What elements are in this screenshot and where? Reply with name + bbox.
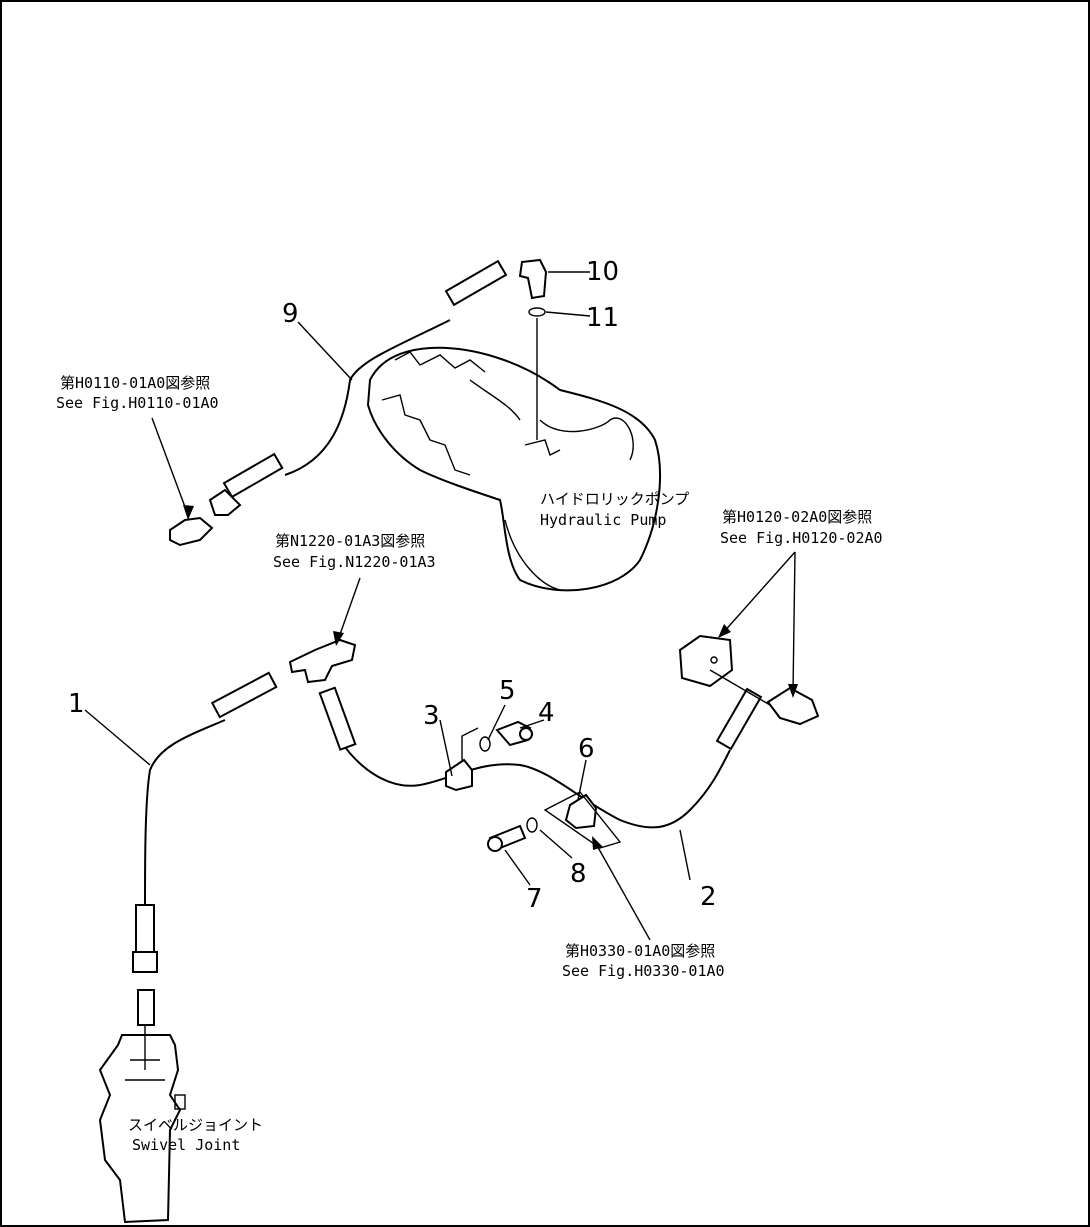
- callout-10: 10: [586, 257, 619, 287]
- callout-11: 11: [586, 303, 619, 333]
- callout-5: 5: [499, 676, 516, 706]
- washer-5: [479, 736, 491, 752]
- callout-leaders: [84, 321, 798, 941]
- hydraulic-pump-drawing: [366, 346, 661, 592]
- callout-6: 6: [578, 734, 595, 764]
- bolt-7: [487, 824, 527, 852]
- callout-9: 9: [282, 299, 299, 329]
- elbow-fitting-10: [518, 258, 548, 300]
- tee-fitting: [288, 638, 357, 684]
- callout-3: 3: [423, 701, 440, 731]
- ref-n1220-en: See Fig.N1220-01A3: [273, 553, 436, 571]
- bolt-4: [495, 720, 533, 747]
- pump-label-en: Hydraulic Pump: [540, 511, 666, 529]
- ref-h0330-jp: 第H0330-01A0図参照: [565, 942, 715, 960]
- hose-1: [132, 671, 278, 1026]
- ref-h0110-jp: 第H0110-01A0図参照: [60, 374, 210, 392]
- callout-4: 4: [538, 698, 555, 728]
- callout-7: 7: [526, 884, 543, 914]
- ref-h0120-jp: 第H0120-02A0図参照: [722, 508, 872, 526]
- ref-h0110-en: See Fig.H0110-01A0: [56, 394, 219, 412]
- hose-2: [318, 686, 763, 829]
- callout-8: 8: [570, 859, 587, 889]
- swivel-joint-drawing: [98, 1025, 186, 1224]
- o-ring-11: [528, 307, 546, 317]
- swivel-label-en: Swivel Joint: [132, 1136, 240, 1154]
- ref-h0120-en: See Fig.H0120-02A0: [720, 529, 883, 547]
- clamp-3: [445, 727, 479, 792]
- hose-9: [169, 259, 508, 547]
- callout-1: 1: [68, 689, 85, 719]
- clamp-6: [543, 791, 622, 849]
- ref-n1220-jp: 第N1220-01A3図参照: [275, 532, 425, 550]
- ref-h0330-en: See Fig.H0330-01A0: [562, 962, 725, 980]
- callout-2: 2: [700, 882, 717, 912]
- swivel-label-jp: スイベルジョイント: [128, 1116, 263, 1134]
- pump-label-jp: ハイドロリックポンプ: [540, 490, 689, 508]
- valve-block: [678, 634, 734, 688]
- washer-8: [526, 817, 538, 833]
